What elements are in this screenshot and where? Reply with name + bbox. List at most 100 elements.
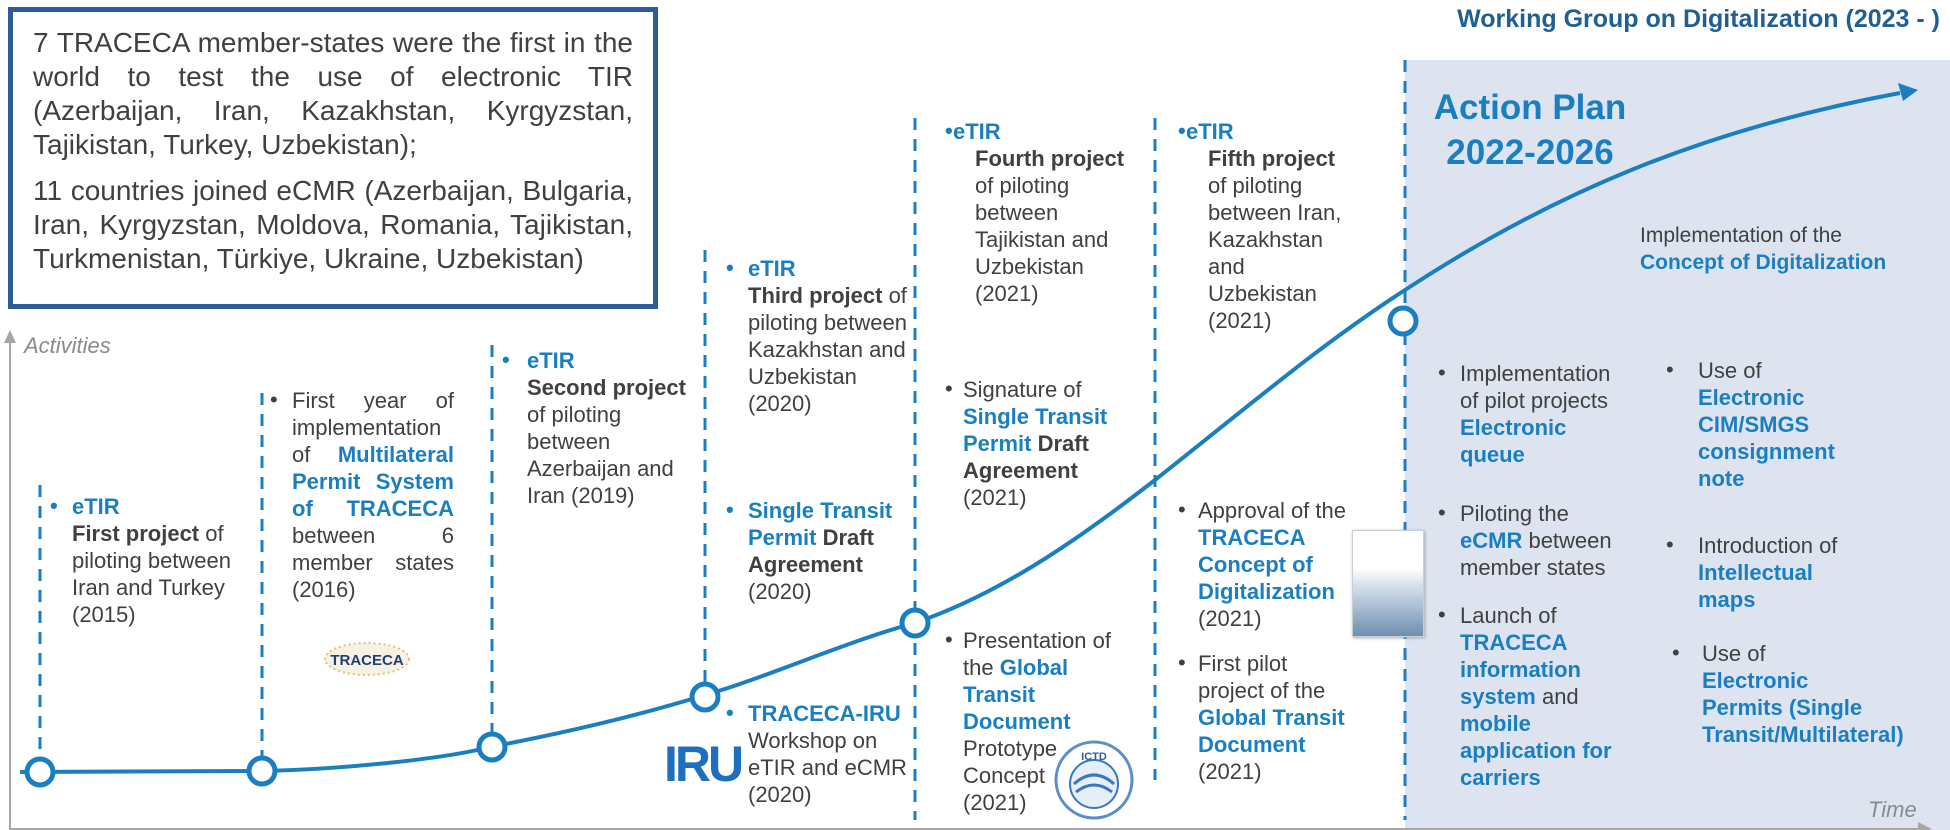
stp-year: (2020) [748,579,812,604]
impl-text: Implementation of the [1640,224,1842,247]
sig-year: (2021) [963,485,1027,510]
a3-info-system: TRACECA information system [1460,630,1581,709]
project-desc: of piloting between Kazakhstan and Uzbek… [748,283,908,416]
etir-label: eTIR [748,256,796,281]
traceca-logo: TRACECA [324,642,410,676]
etir-label: eTIR [72,494,120,519]
sig-draft: Draft Agreement [963,431,1089,483]
pres-desc: Prototype Concept (2021) [963,736,1058,815]
pres-gtd: Global Transit Document [963,655,1071,734]
project-title: Fifth project [1208,146,1336,171]
bullet: • [726,497,734,522]
pres-text: Presentation of the [963,628,1111,680]
ictd-logo: ICTD [1054,740,1134,820]
a3-text: Launch of [1460,603,1557,628]
appr-text: Approval of the [1198,498,1346,523]
bullet: • [726,255,734,280]
appr-year: (2021) [1198,606,1262,631]
presentation-gtd: Presentation of the Global Transit Docum… [963,627,1113,816]
bullet: • [1438,500,1446,525]
b3-text: Use of [1702,641,1766,666]
x-axis-arrow [1918,822,1932,830]
first-pilot-gtd: First pilot project of the Global Transi… [1198,650,1358,785]
etir-second-project: eTIR Second project of piloting between … [527,347,697,509]
project-title: First project [72,521,200,546]
action-intellectual-maps: Introduction of Intellectual maps [1698,532,1868,613]
iru-title: TRACECA-IRU [748,701,901,726]
a1-text: Implementation of pilot projects [1460,361,1611,413]
action-electronic-permits: Use of Electronic Permits (Single Transi… [1702,640,1904,748]
etir-fourth-project: eTIR Fourth project of piloting between … [953,118,1125,307]
working-group-title: Working Group on Digitalization (2023 - … [1457,5,1940,33]
project-title: Third project [748,283,883,308]
multilateral-permit-item: First year of implementation of Multilat… [292,387,454,603]
project-desc: of piloting between Iran, Kazakhstan and… [1208,173,1342,333]
multilateral-permit-system: Multilateral Permit System of TRACECA [292,442,454,521]
stp-draft: Draft Agreement [748,525,874,577]
y-axis-label: Activities [24,333,111,358]
milestone-2015 [24,756,56,788]
b3-permits: Electronic Permits (Single Transit/Multi… [1702,668,1904,747]
intro-ecmr-text: 11 countries joined eCMR (Azerbaijan, Bu… [33,175,633,274]
b1-text: Use of [1698,358,1762,383]
bullet: • [502,347,510,372]
concept-document-thumbnail [1352,530,1424,637]
curve-arrowhead [1898,83,1918,101]
milestone-2021a [899,607,931,639]
y-axis-arrow [4,330,16,343]
etir-fifth-project: eTIR Fifth project of piloting between I… [1186,118,1358,334]
milestone-2016 [246,755,278,787]
a2-ecmr: eCMR [1460,528,1523,553]
action-electronic-queue: Implementation of pilot projects Electro… [1460,360,1630,468]
stp-label: Single Transit Permit [748,498,893,550]
bullet: • [1672,640,1680,665]
bullet: • [1178,118,1186,143]
action-plan-title: Action Plan 2022-2026 [1425,85,1635,175]
bullet: • [1666,532,1674,557]
etir-third-project: eTIR Third project of piloting between K… [748,255,908,417]
a3-and: and [1535,684,1579,709]
action-plan-line1: Action Plan [1433,88,1627,127]
action-plan-panel [1405,60,1950,830]
a2-rest: between member states [1460,528,1612,580]
item-text: First year of implementation of [292,388,454,467]
etir-label: eTIR [1186,119,1234,144]
action-cim-smgs: Use of Electronic CIM/SMGS consignment n… [1698,357,1858,492]
project-title: Fourth project [975,146,1125,171]
a1-electronic-queue: Electronic queue [1460,415,1567,467]
project-desc: of piloting between Iran and Turkey (201… [72,521,232,627]
milestone-2020 [689,681,721,713]
bullet: • [270,387,278,412]
appr-concept: TRACECA Concept of Digitalization [1198,525,1335,604]
milestone-2022 [1387,305,1419,337]
bullet: • [945,627,953,652]
approval-concept: Approval of the TRACECA Concept of Digit… [1198,497,1348,632]
x-axis-label: Time [1868,797,1917,822]
pilot-text: First pilot project of the [1198,651,1326,703]
bullet: • [945,118,953,143]
b2-maps: Intellectual maps [1698,560,1813,612]
bullet: • [1666,357,1674,382]
single-transit-permit-2020: Single Transit Permit Draft Agreement (2… [748,497,908,605]
a2-text: Piloting the [1460,501,1569,526]
iru-desc: Workshop on eTIR and eCMR (2020) [748,728,907,807]
project-desc: of piloting between Azerbaijan and Iran … [527,402,674,508]
sig-stp: Single Transit Permit [963,404,1108,456]
item-text-end: between 6 member states (2016) [292,523,454,602]
traceca-logo-text: TRACECA [330,652,403,669]
bullet: • [726,700,734,725]
b2-text: Introduction of [1698,533,1838,558]
bullet: • [1438,360,1446,385]
intro-box: 7 TRACECA member-states were the first i… [8,7,658,309]
bullet: • [1438,602,1446,627]
action-ecmr: Piloting the eCMR between member states [1460,500,1620,581]
iru-logo: IRU [664,737,744,787]
project-desc: of piloting between Tajikistan and Uzbek… [975,173,1109,306]
b1-cim-smgs: Electronic CIM/SMGS consignment note [1698,385,1835,491]
project-title: Second project [527,375,686,400]
bullet: • [50,493,58,518]
a3-mobile-app: mobile application for carriers [1460,711,1612,790]
impl-concept: Concept of Digitalization [1640,251,1887,274]
etir-label: eTIR [953,119,1001,144]
